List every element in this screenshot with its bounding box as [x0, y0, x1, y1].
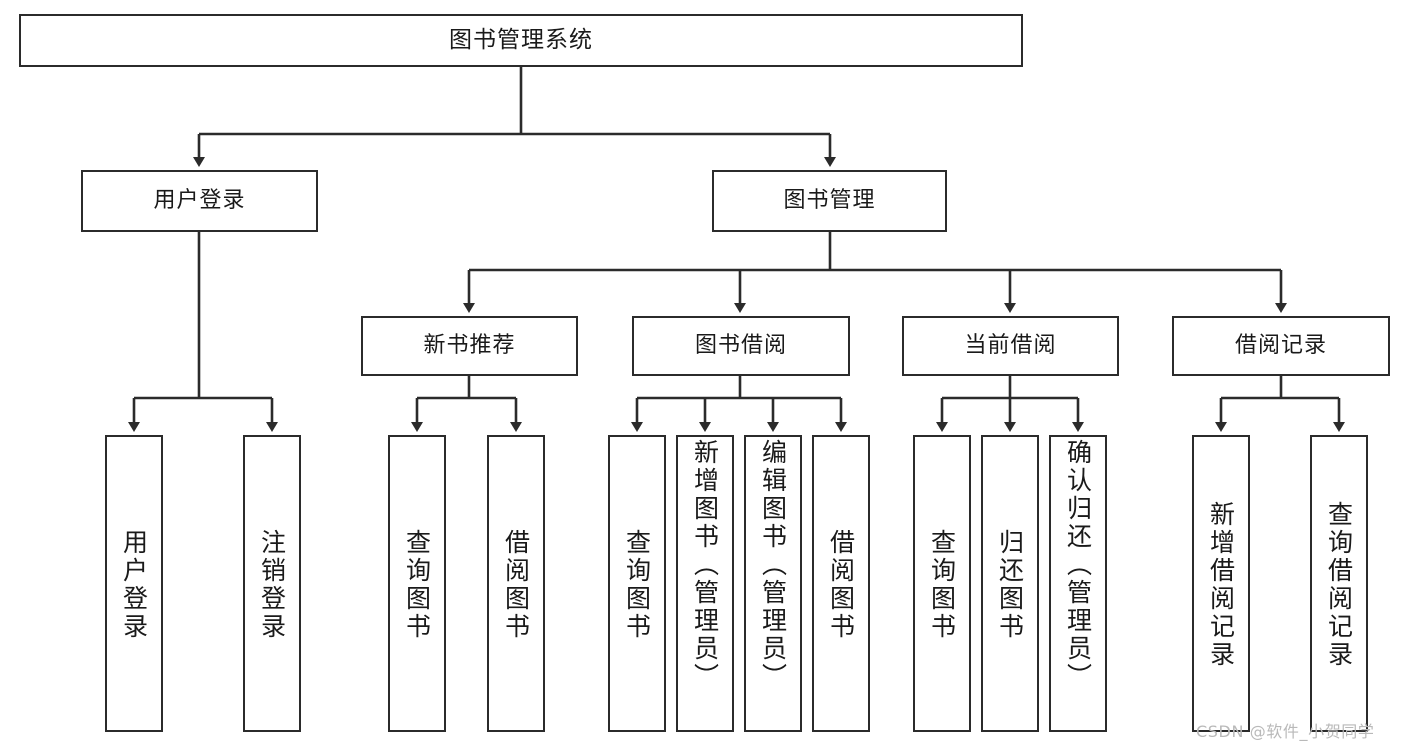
edges-bookmanage-to-level3: [463, 232, 1287, 313]
node-new-book-recommend[interactable]: 新书推荐: [361, 316, 578, 376]
leaf-add-record[interactable]: 新增借阅记录: [1192, 435, 1250, 732]
leaf-confirm-return[interactable]: 确认归还（管理员）: [1049, 435, 1107, 732]
leaf-query-record[interactable]: 查询借阅记录: [1310, 435, 1368, 732]
node-book-manage[interactable]: 图书管理: [712, 170, 947, 232]
leaf-borrow-book-2[interactable]: 借阅图书: [812, 435, 870, 732]
leaf-edit-book-label: 编辑图书（管理员）: [758, 439, 788, 691]
node-current-borrow-label: 当前借阅: [964, 332, 1057, 358]
leaf-return-book[interactable]: 归还图书: [981, 435, 1039, 732]
leaf-borrow-book-1-label: 借阅图书: [501, 528, 531, 641]
edges-currentborrow-to-leaves: [936, 376, 1084, 432]
edges-newbook-to-leaves: [411, 376, 522, 432]
node-book-borrow-label: 图书借阅: [694, 332, 787, 358]
leaf-user-login-label: 用户登录: [119, 528, 149, 641]
csdn-watermark: CSDN @软件_小贺同学: [1196, 722, 1375, 741]
leaf-user-login[interactable]: 用户登录: [105, 435, 163, 732]
node-book-borrow[interactable]: 图书借阅: [632, 316, 850, 376]
node-root[interactable]: 图书管理系统: [19, 14, 1023, 67]
leaf-query-book-3-label: 查询图书: [927, 528, 957, 641]
node-new-book-recommend-label: 新书推荐: [423, 332, 516, 358]
node-borrow-record-label: 借阅记录: [1234, 332, 1327, 358]
node-current-borrow[interactable]: 当前借阅: [902, 316, 1119, 376]
edges-userlogin-to-leaves: [128, 232, 278, 432]
leaf-query-book-1[interactable]: 查询图书: [388, 435, 446, 732]
edges-borrowrecord-to-leaves: [1215, 376, 1345, 432]
leaf-return-book-label: 归还图书: [995, 528, 1025, 641]
node-user-login-label: 用户登录: [153, 187, 246, 213]
leaf-borrow-book-2-label: 借阅图书: [826, 528, 856, 641]
leaf-add-record-label: 新增借阅记录: [1206, 500, 1236, 669]
leaf-add-book[interactable]: 新增图书（管理员）: [676, 435, 734, 732]
leaf-borrow-book-1[interactable]: 借阅图书: [487, 435, 545, 732]
node-user-login[interactable]: 用户登录: [81, 170, 318, 232]
leaf-edit-book[interactable]: 编辑图书（管理员）: [744, 435, 802, 732]
node-root-label: 图书管理系统: [449, 26, 593, 53]
leaf-query-record-label: 查询借阅记录: [1324, 500, 1354, 669]
leaf-logout[interactable]: 注销登录: [243, 435, 301, 732]
leaf-query-book-2-label: 查询图书: [622, 528, 652, 641]
edges-bookborrow-to-leaves: [631, 376, 847, 432]
leaf-confirm-return-label: 确认归还（管理员）: [1063, 439, 1093, 691]
node-borrow-record[interactable]: 借阅记录: [1172, 316, 1390, 376]
leaf-query-book-2[interactable]: 查询图书: [608, 435, 666, 732]
node-book-manage-label: 图书管理: [783, 187, 876, 213]
leaf-add-book-label: 新增图书（管理员）: [690, 439, 720, 691]
leaf-query-book-3[interactable]: 查询图书: [913, 435, 971, 732]
edges-root-to-level2: [193, 67, 836, 167]
leaf-logout-label: 注销登录: [257, 528, 287, 641]
leaf-query-book-1-label: 查询图书: [402, 528, 432, 641]
